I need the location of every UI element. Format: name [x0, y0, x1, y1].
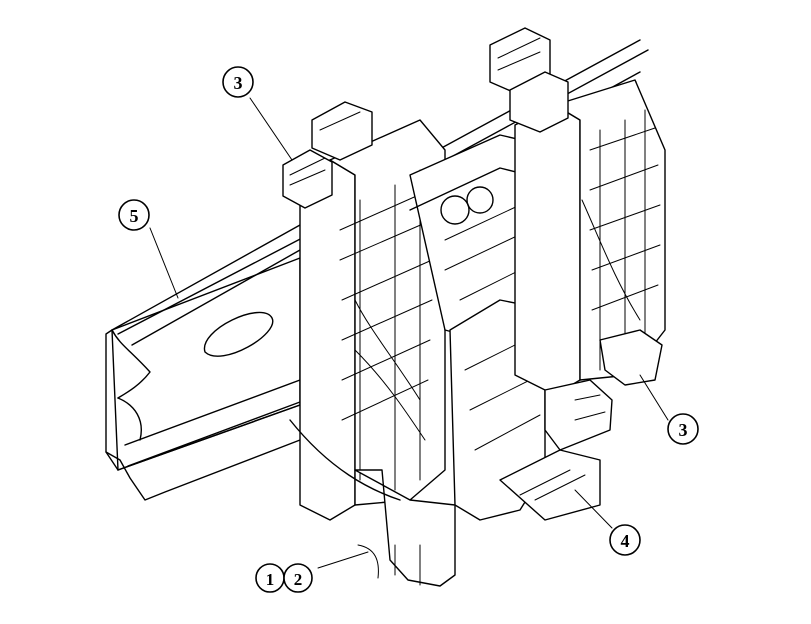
left-end-bracket — [282, 101, 456, 587]
din-rail — [105, 39, 649, 501]
callout-2-label: 2 — [294, 570, 303, 589]
callout-1-label: 1 — [266, 570, 275, 589]
callout-3-top: 3 — [222, 66, 254, 98]
callout-4: 4 — [609, 524, 641, 556]
callout-3-top-label: 3 — [234, 73, 243, 93]
leader-lines — [149, 97, 669, 569]
callout-3-right: 3 — [667, 413, 699, 445]
callout-3-right-label: 3 — [679, 420, 688, 440]
callout-5: 5 — [118, 199, 150, 231]
callout-2: 2 — [283, 563, 313, 593]
outline-curve — [289, 419, 401, 501]
callout-4-label: 4 — [621, 531, 630, 551]
callout-5-label: 5 — [130, 206, 139, 226]
right-end-bracket — [489, 27, 666, 451]
callout-1: 1 — [255, 563, 285, 593]
